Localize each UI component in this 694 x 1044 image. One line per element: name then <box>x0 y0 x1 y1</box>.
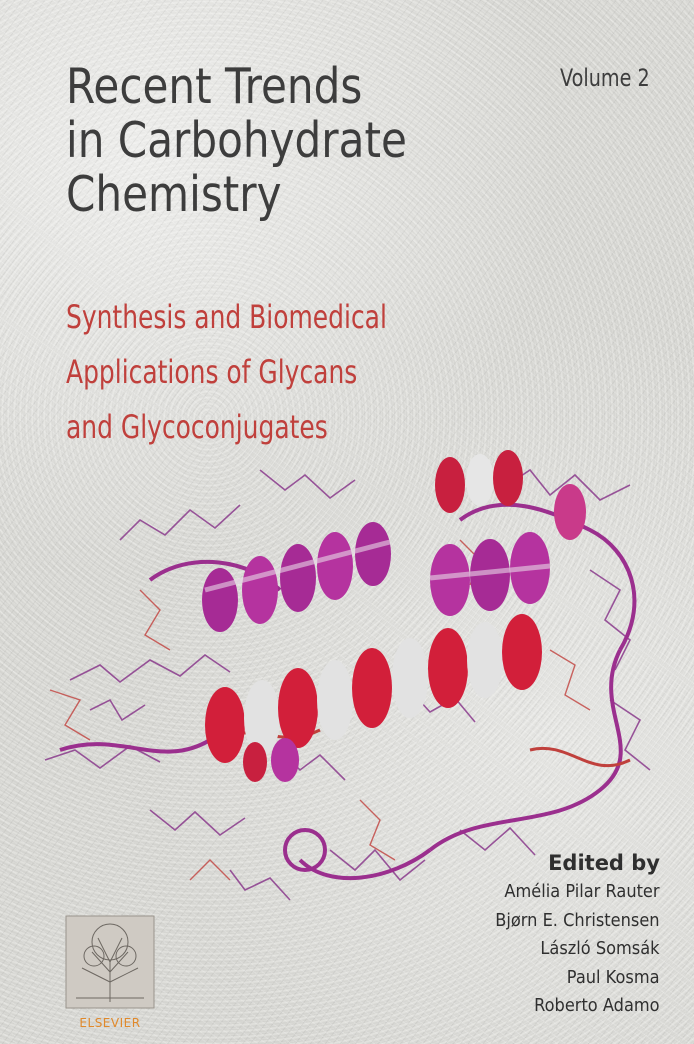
subtitle-line: Applications of Glycans <box>66 353 358 391</box>
title-line: Recent Trends <box>66 58 363 115</box>
volume-label: Volume 2 <box>560 64 650 92</box>
title-line: Chemistry <box>66 166 282 223</box>
editor-name: Bjørn E. Christensen <box>495 909 660 931</box>
protein-ribbon-illustration-icon <box>44 450 651 901</box>
book-subtitle: Synthesis and Biomedical Applications of… <box>66 290 387 455</box>
subtitle-line: Synthesis and Biomedical <box>66 298 387 336</box>
elsevier-tree-logo-icon <box>65 915 155 1009</box>
editor-name: Amélia Pilar Rauter <box>504 881 660 902</box>
editor-name: Roberto Adamo <box>534 995 660 1016</box>
publisher-logo: ELSEVIER <box>62 912 158 1030</box>
title-line: in Carbohydrate <box>66 112 407 169</box>
publisher-name: ELSEVIER <box>79 1016 141 1030</box>
editor-name: Paul Kosma <box>567 966 660 988</box>
edited-by-label: Edited by <box>548 851 660 875</box>
subtitle-line: and Glycoconjugates <box>66 408 328 446</box>
editor-name: László Somsák <box>540 938 660 959</box>
book-title: Recent Trends in Carbohydrate Chemistry <box>66 60 407 222</box>
editors-block: Edited by Amélia Pilar Rauter Bjørn E. C… <box>477 848 660 1021</box>
